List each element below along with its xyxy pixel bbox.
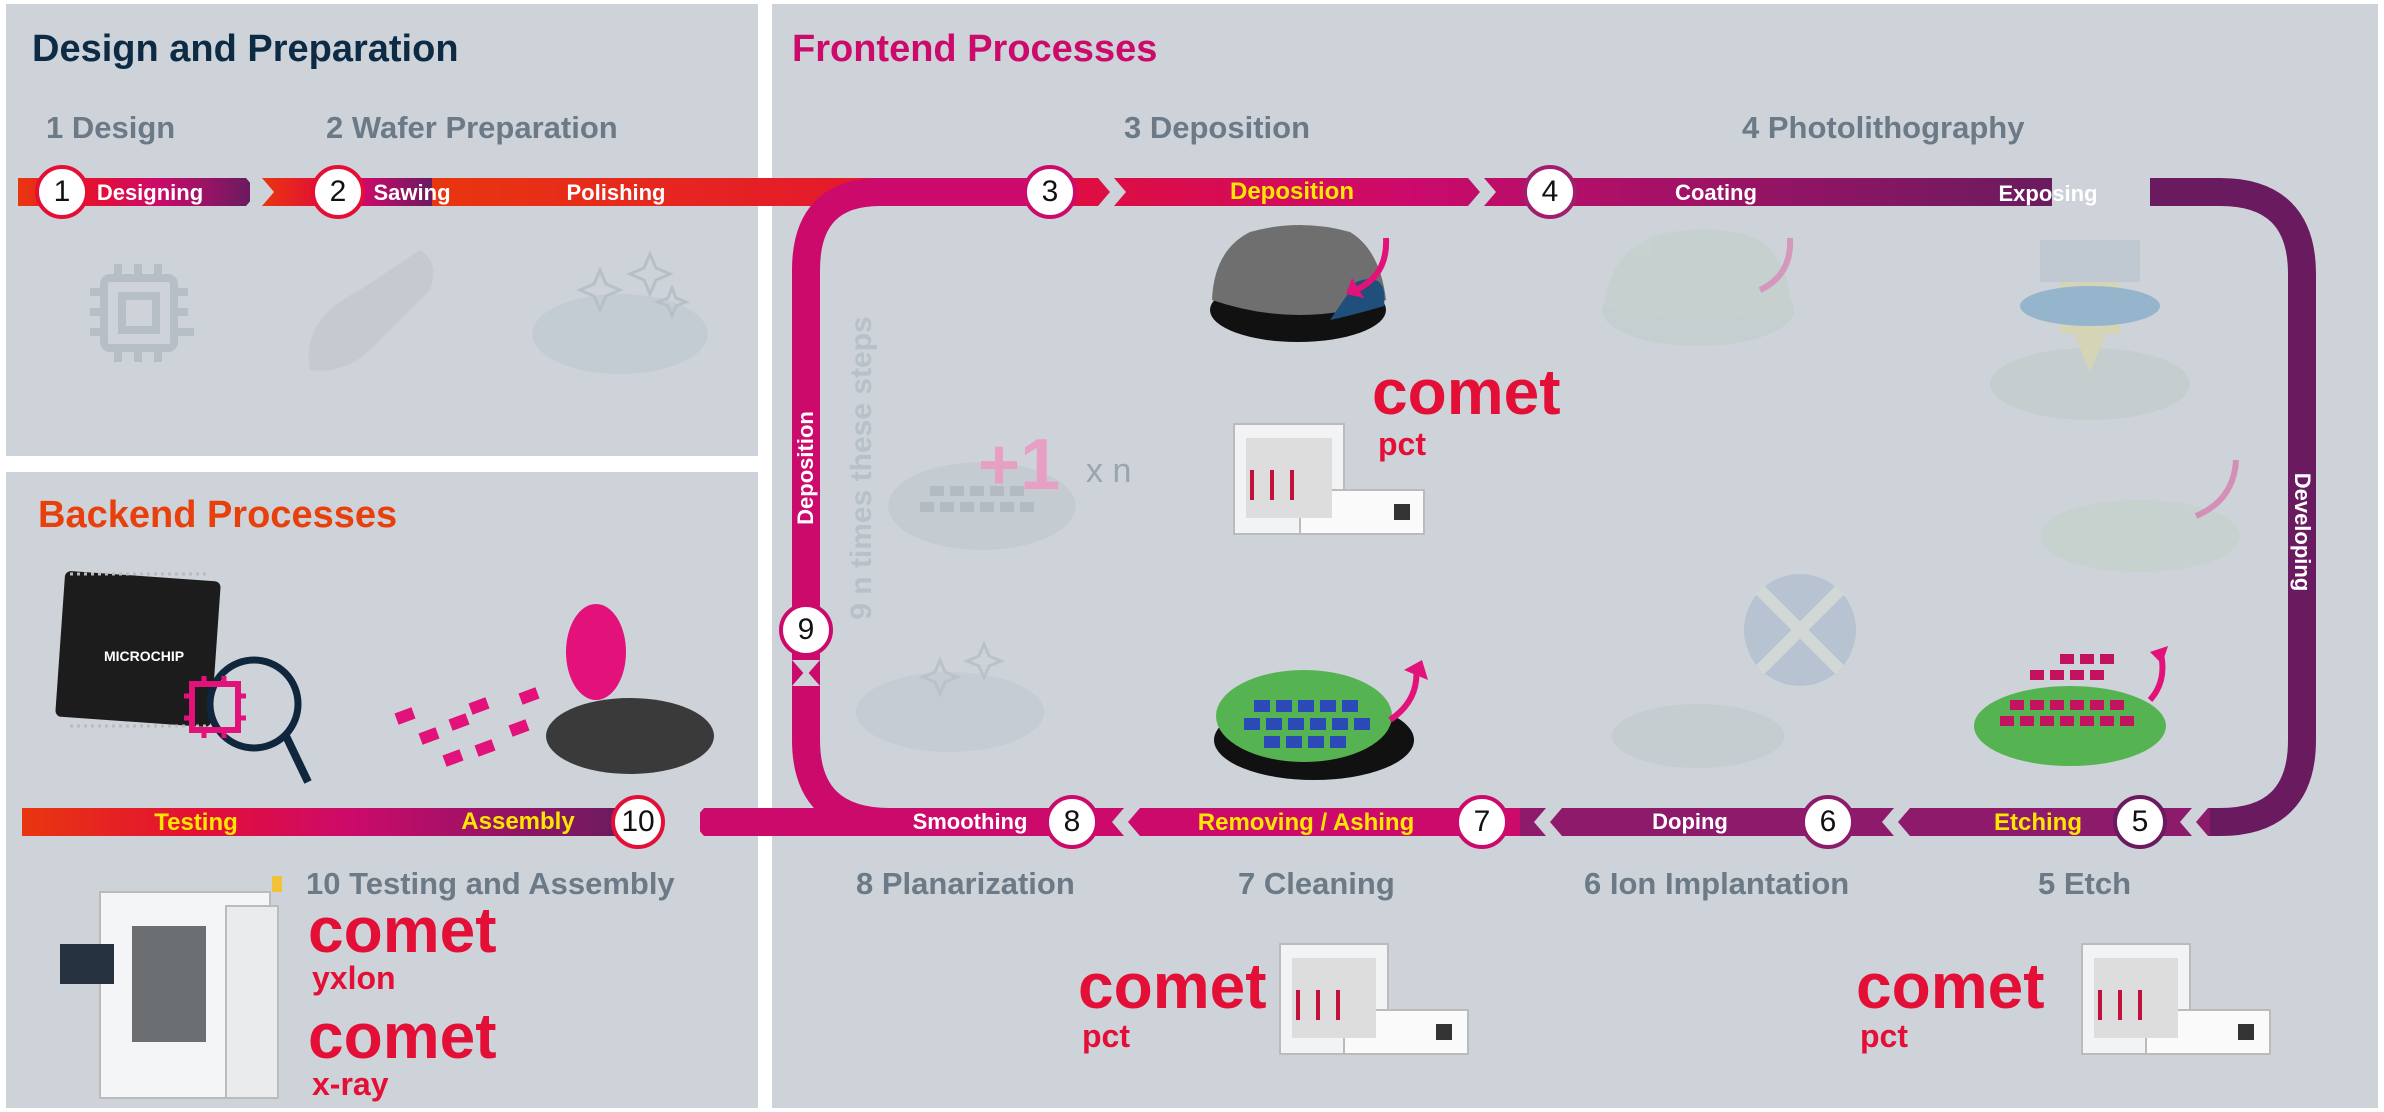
microchip-package-icon [55, 571, 221, 728]
polished-wafer-icon [532, 250, 708, 374]
chip-icon [90, 264, 194, 362]
step-4-title: 4 Photolithography [1742, 110, 2025, 145]
saw-blade-icon [308, 250, 434, 371]
step-number-1: 1 [35, 165, 89, 219]
diced-wafer-icon [394, 604, 714, 774]
label-polishing: Polishing [566, 180, 666, 205]
pct-cleaning: pct [1082, 1018, 1130, 1054]
step-number-9: 9 [779, 603, 833, 657]
label-doping: Doping [1652, 809, 1728, 834]
comet-logo-cleaning: comet [1078, 950, 1267, 1022]
pct-deposition: pct [1378, 426, 1426, 462]
plus-one: +1 [978, 425, 1061, 505]
comet-logo-xray: comet [308, 1000, 497, 1072]
pct-etch: pct [1860, 1018, 1908, 1054]
step-7-title: 7 Cleaning [1238, 866, 1395, 901]
label-testing: Testing [154, 809, 238, 836]
step-number-10: 10 [611, 795, 665, 849]
step-2-title: 2 Wafer Preparation [326, 110, 618, 145]
step-number-2: 2 [311, 165, 365, 219]
right-loop [2150, 178, 2316, 836]
step-6-title: 6 Ion Implantation [1584, 866, 1850, 901]
step-number-4: 4 [1523, 165, 1577, 219]
microchip-logo-text: MICROCHIP [104, 648, 185, 664]
cleaned-wafer-icon [1214, 660, 1428, 780]
etched-wafer-icon [1974, 646, 2168, 766]
step-number-3: 3 [1023, 165, 1077, 219]
step-number-5: 5 [2113, 795, 2167, 849]
label-removing-ashing: Removing / Ashing [1197, 809, 1415, 836]
exposure-icon [1990, 240, 2190, 420]
label-exposing: Exposing [1998, 181, 2098, 206]
backend-panel-title: Backend Processes [38, 494, 398, 536]
step-5-title: 5 Etch [2038, 866, 2132, 901]
label-designing: Designing [96, 180, 204, 205]
step-number-7: 7 [1455, 795, 1509, 849]
inspection-magnifier-icon [184, 656, 312, 784]
step-number-6: 6 [1801, 795, 1855, 849]
comet-logo-yxlon: comet [308, 894, 497, 966]
step-number-8: 8 [1045, 795, 1099, 849]
design-panel [6, 4, 758, 456]
xray-label: x-ray [312, 1066, 389, 1102]
bottom-flow-band [22, 808, 2210, 836]
label-developing: Developing [2290, 472, 2315, 592]
times-n: x n [1086, 452, 1132, 490]
left-loop [792, 178, 1040, 836]
smoothed-wafer-icon [856, 640, 1044, 752]
step-1-title: 1 Design [46, 110, 176, 145]
frontend-panel-title: Frontend Processes [792, 28, 1158, 70]
step-8-title: 8 Planarization [856, 866, 1075, 901]
label-smoothing: Smoothing [912, 809, 1028, 834]
ion-implant-icon [1612, 574, 1856, 768]
label-assembly: Assembly [461, 808, 575, 835]
stacked-wafer-icon [888, 462, 1076, 550]
xray-machine-icon [60, 876, 282, 1099]
label-sawing: Sawing [373, 180, 451, 205]
design-panel-title: Design and Preparation [32, 28, 459, 70]
label-deposition: Deposition [1230, 178, 1354, 205]
step-10-title: 10 Testing and Assembly [306, 866, 675, 901]
rf-generator-icon [2081, 943, 2271, 1055]
coating-wafer-icon [1602, 229, 1794, 346]
label-deposition-vertical: Deposition [793, 411, 818, 525]
comet-logo-deposition: comet [1372, 356, 1561, 428]
label-etching: Etching [1994, 809, 2082, 836]
step-3-title: 3 Deposition [1124, 110, 1311, 145]
comet-logo-etch: comet [1856, 950, 2045, 1022]
yxlon-label: yxlon [312, 960, 396, 996]
developing-wafer-icon [2040, 459, 2240, 572]
label-coating: Coating [1675, 180, 1757, 205]
loop-note: 9 n times these steps [845, 316, 878, 620]
deposition-wafer-icon [1210, 225, 1390, 342]
rf-generator-icon [1233, 423, 1425, 535]
rf-generator-icon [1279, 943, 1469, 1055]
